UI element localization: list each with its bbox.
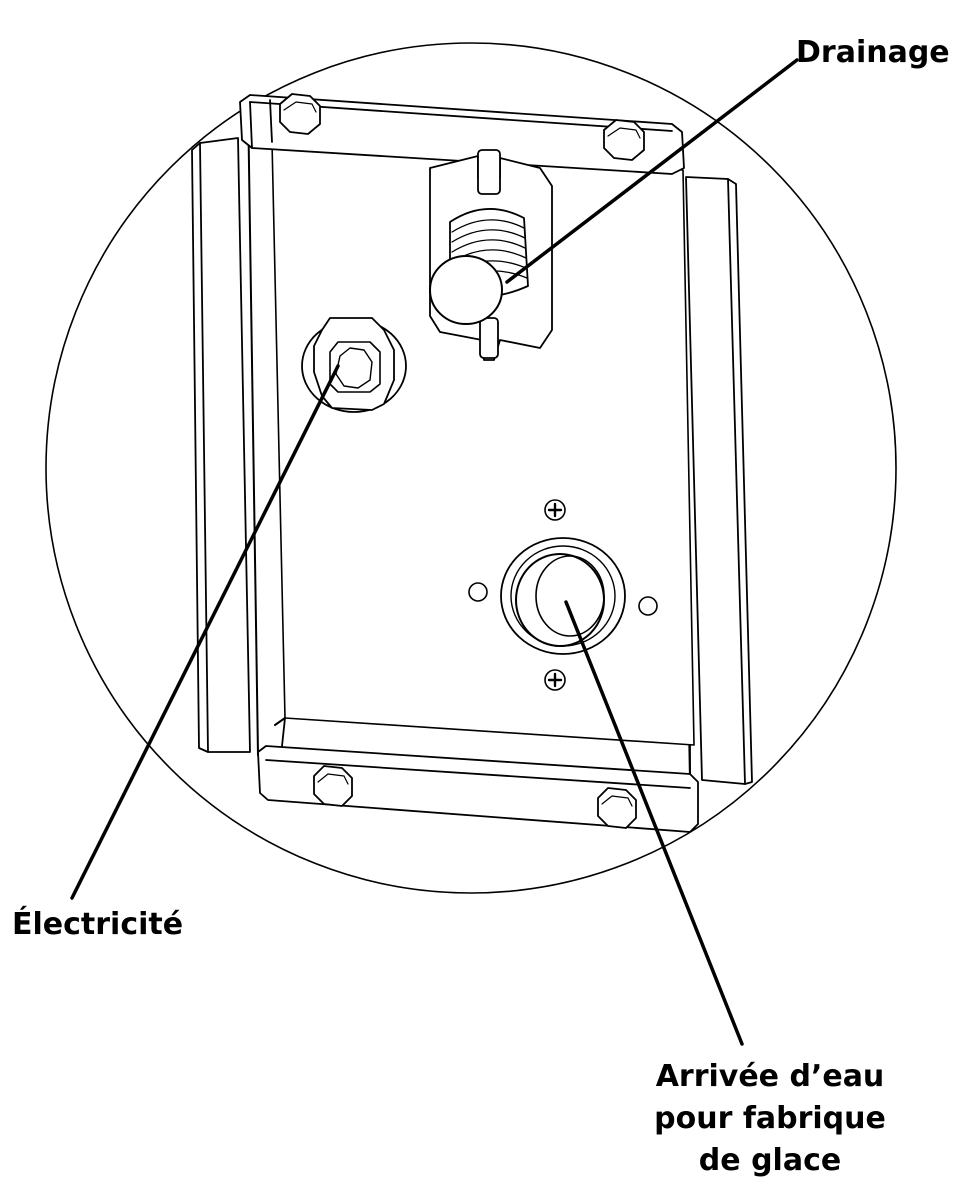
left-side-flange [191, 137, 251, 753]
detail-circle [45, 42, 897, 894]
bolt-bottom-left [313, 765, 353, 807]
label-electricite: Électricité [12, 907, 184, 942]
bolt-top-right [603, 119, 645, 161]
label-water-inlet-line2: pour fabrique [654, 1101, 886, 1136]
label-water-inlet-line3: de glace [698, 1143, 842, 1178]
leader-line-drainage [505, 58, 799, 284]
label-drainage: Drainage [796, 35, 950, 70]
drain-fitting [429, 149, 553, 361]
leader-line-electricite [70, 364, 340, 900]
back-panel [244, 99, 695, 781]
bolt-bottom-right [597, 787, 637, 829]
water-inlet-fitting [468, 499, 658, 691]
bolt-top-left [279, 93, 321, 135]
leader-line-water-inlet [564, 600, 744, 1046]
label-water-inlet: Arrivée d’eau pour fabrique de glace [640, 1056, 900, 1182]
bottom-mounting-rail [257, 717, 699, 833]
label-water-inlet-line1: Arrivée d’eau [655, 1059, 885, 1094]
electrical-knockout [301, 317, 407, 413]
right-side-flange [685, 176, 753, 785]
